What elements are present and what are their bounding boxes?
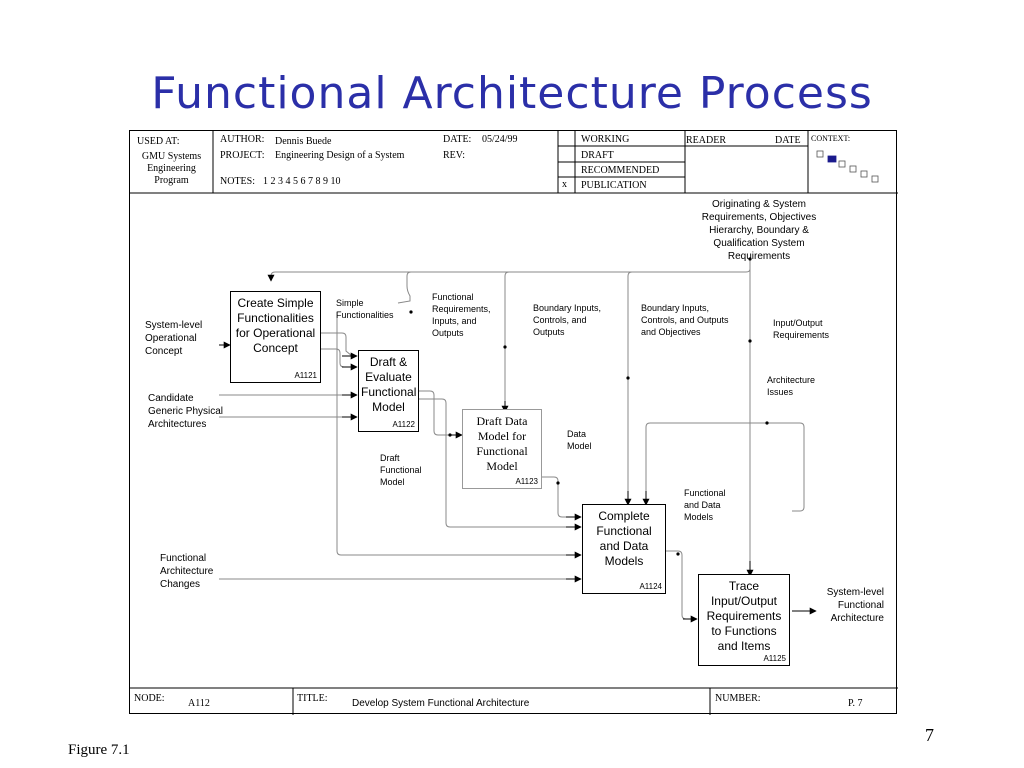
process-id-a1123: A1123: [515, 477, 538, 486]
context-node-diagram: [816, 150, 879, 183]
label-architecture-issues: Architecture Issues: [767, 375, 816, 397]
label-functional-architecture-changes: Functional Architecture Changes: [160, 553, 214, 590]
label-boundary-inputs-2: Boundary Inputs, Controls, and Outputs a…: [641, 303, 729, 337]
status-draft: DRAFT: [581, 150, 614, 161]
reader-label: READER: [686, 135, 726, 146]
author-label: AUTHOR:: [220, 134, 265, 145]
node-label: NODE:: [134, 693, 165, 704]
label-draft-functional-model: Draft Functional Model: [380, 453, 422, 487]
label-functional-requirements: Functional Requirements, Inputs, and Out…: [432, 292, 491, 338]
status-publication: PUBLICATION: [581, 180, 647, 191]
label-candidate-generic-architectures: Candidate Generic Physical Architectures: [148, 393, 224, 430]
header-grid: [130, 131, 898, 715]
process-box-a1122[interactable]: Draft & Evaluate Functional Model A1122: [358, 350, 419, 432]
rev-label: REV:: [443, 150, 466, 161]
label-originating-requirements: Originating & System Requirements, Objec…: [701, 199, 817, 262]
label-io-requirements: Input/Output Requirements: [773, 318, 830, 340]
status-mark: x: [562, 179, 567, 190]
title-label: TITLE:: [297, 693, 328, 704]
author-value: Dennis Buede: [275, 136, 332, 147]
label-system-level-operational-concept: System-level Operational Concept: [145, 320, 203, 357]
notes-value: 1 2 3 4 5 6 7 8 9 10: [263, 176, 341, 187]
reader-date-label: DATE: [775, 135, 801, 146]
process-label-a1125: Trace Input/Output Requirements to Funct…: [706, 579, 782, 653]
label-simple-functionalities: Simple Functionalities: [336, 298, 394, 320]
idef0-diagram-frame: USED AT: GMU Systems Engineering Program…: [129, 130, 898, 715]
process-label-a1121: Create Simple Functionalities for Operat…: [235, 296, 316, 355]
used-at-value-2: Engineering: [147, 163, 196, 174]
slide-number: 7: [925, 725, 934, 745]
status-working: WORKING: [581, 134, 630, 145]
process-label-a1124: Complete Functional and Data Models: [596, 509, 652, 568]
footer-title-value: Develop System Functional Architecture: [352, 698, 530, 709]
figure-caption: Figure 7.1: [68, 742, 130, 758]
used-at-value-1: GMU Systems: [141, 151, 202, 162]
slide-title: Functional Architecture Process: [151, 68, 873, 119]
process-id-a1122: A1122: [392, 420, 415, 429]
label-data-model: Data Model: [567, 429, 592, 451]
date-value: 05/24/99: [482, 134, 518, 145]
project-value: Engineering Design of a System: [275, 150, 405, 161]
notes-label: NOTES:: [220, 176, 255, 187]
label-boundary-inputs-1: Boundary Inputs, Controls, and Outputs: [533, 303, 602, 337]
number-label: NUMBER:: [715, 693, 761, 704]
used-at-value-3: Program: [154, 175, 189, 186]
process-label-a1123: Draft Data Model for Functional Model: [476, 414, 528, 473]
project-label: PROJECT:: [220, 150, 265, 161]
process-box-a1123[interactable]: Draft Data Model for Functional Model A1…: [462, 409, 542, 489]
label-system-level-functional-architecture: System-level Functional Architecture: [826, 587, 884, 624]
used-at-label: USED AT:: [137, 136, 180, 147]
label-functional-and-data-models: Functional and Data Models: [684, 488, 726, 522]
process-box-a1125[interactable]: Trace Input/Output Requirements to Funct…: [698, 574, 790, 666]
node-value: A112: [188, 698, 210, 709]
process-id-a1121: A1121: [294, 371, 317, 380]
process-box-a1121[interactable]: Create Simple Functionalities for Operat…: [230, 291, 321, 383]
date-label: DATE:: [443, 134, 472, 145]
context-label: CONTEXT:: [811, 134, 851, 143]
process-label-a1122: Draft & Evaluate Functional Model: [361, 355, 417, 414]
process-id-a1124: A1124: [639, 582, 662, 591]
page-value: P. 7: [848, 698, 863, 709]
process-id-a1125: A1125: [763, 654, 786, 663]
process-box-a1124[interactable]: Complete Functional and Data Models A112…: [582, 504, 666, 594]
status-recommended: RECOMMENDED: [581, 165, 660, 176]
connection-arrows: [219, 257, 817, 623]
